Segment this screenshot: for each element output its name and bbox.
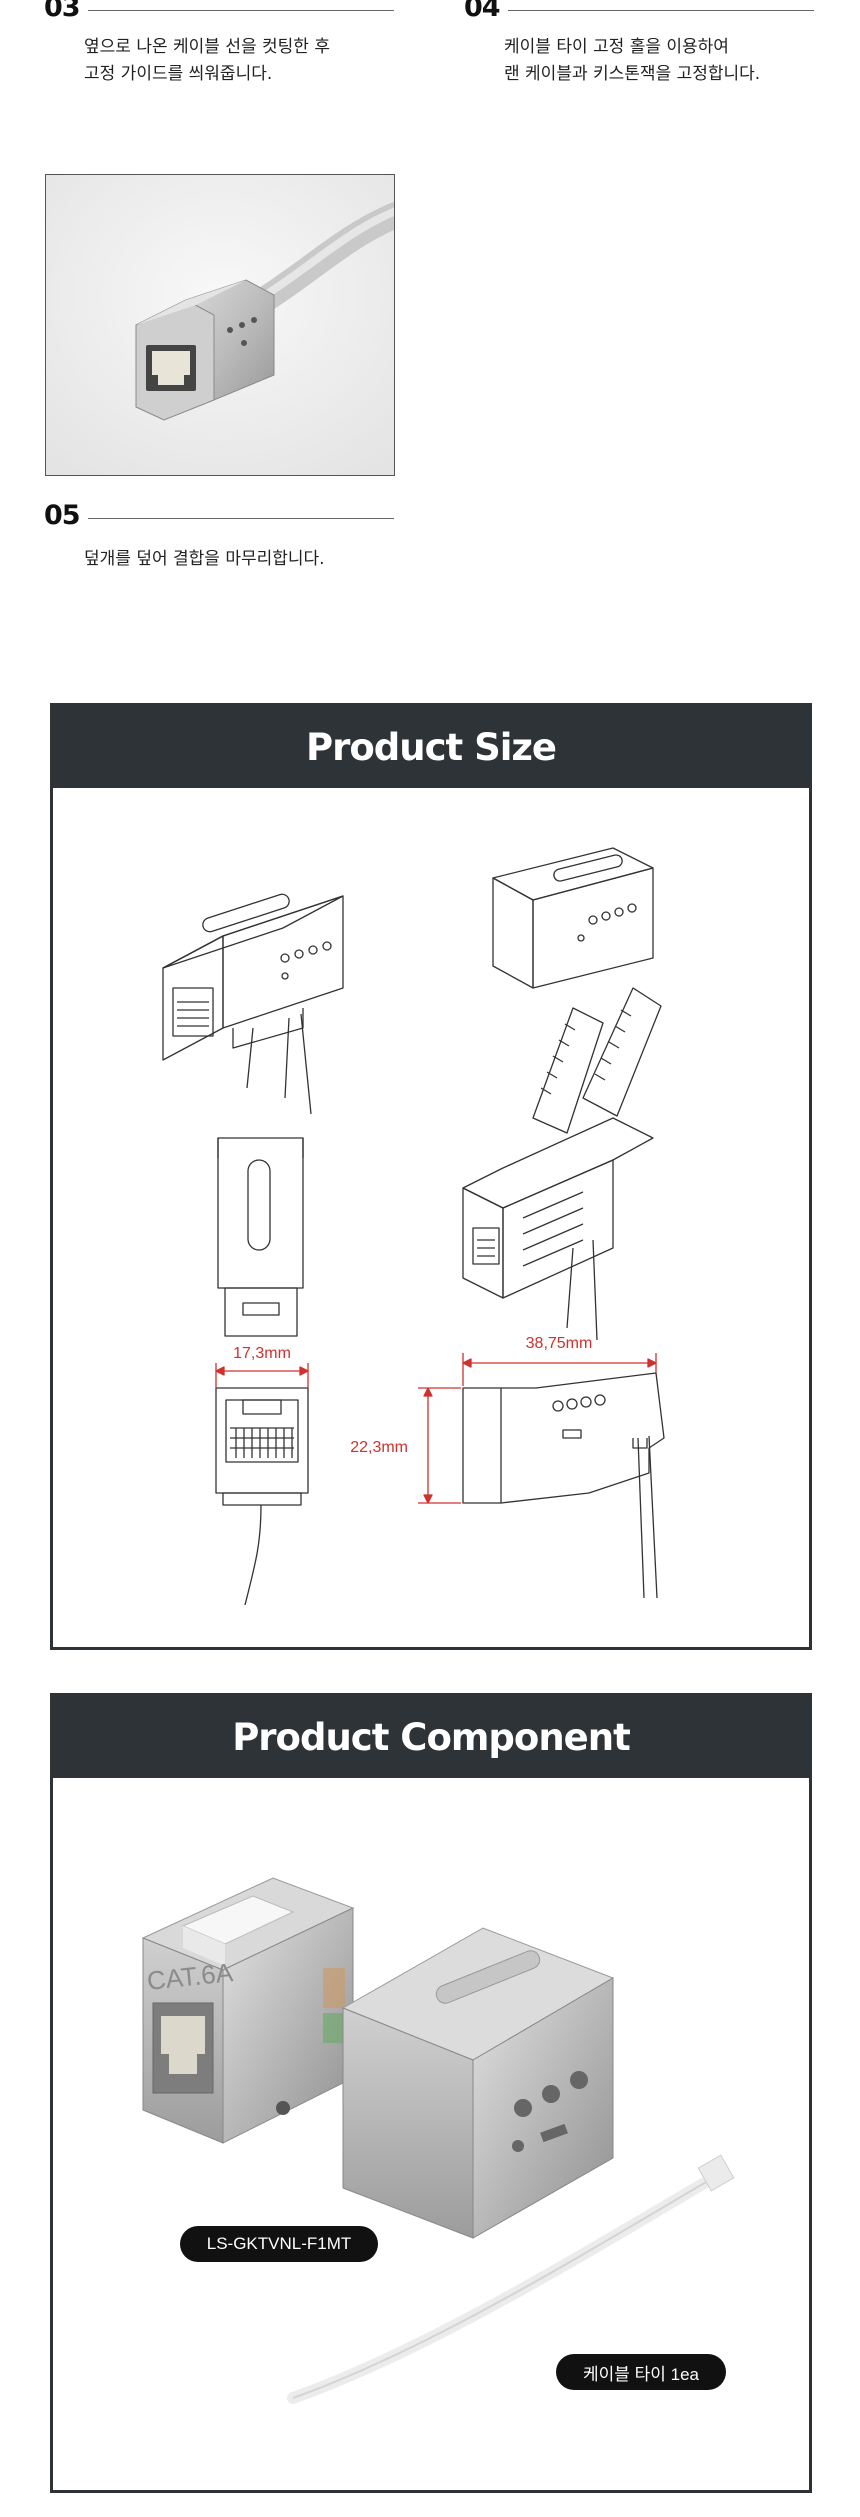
step-text-line: 덮개를 덮어 결합을 마무리합니다. — [84, 549, 325, 569]
step-text-line: 케이블 타이 고정 홀을 이용하여 — [504, 37, 729, 57]
step-03-description: 옆으로 나온 케이블 선을 컷팅한 후 고정 가이드를 씌워줍니다. — [84, 34, 330, 88]
jack-open-isometric-drawing — [462, 987, 662, 1341]
cover-isometric-drawing — [492, 847, 654, 989]
step-05-photo — [45, 174, 395, 476]
product-component-title: Product Component — [232, 1715, 631, 1759]
step-text-line: 옆으로 나온 케이블 선을 컷팅한 후 — [84, 37, 330, 57]
step-05-description: 덮개를 덮어 결합을 마무리합니다. — [84, 546, 325, 573]
model-number-badge: LS-GKTVNL-F1MT — [180, 2226, 378, 2262]
height-dimension-label: 22,3mm — [350, 1439, 408, 1456]
step-divider — [87, 10, 394, 11]
step-text-line: 랜 케이블과 키스톤잭을 고정합니다. — [504, 64, 761, 84]
jack-isometric-drawing — [162, 893, 344, 1115]
step-number: 05 — [44, 500, 81, 531]
step-number: 04 — [464, 0, 501, 23]
step-05-header: 05 — [44, 502, 394, 529]
width-dimension-line — [215, 1363, 309, 1388]
step-text-line: 고정 가이드를 씌워줍니다. — [84, 64, 273, 84]
dimension-line-drawing: 17,3mm 38,75mm 22,3mm — [162, 847, 665, 1606]
step-divider — [87, 518, 394, 519]
jack-front-view-drawing — [215, 1387, 309, 1606]
jack-top-view-drawing — [217, 1137, 304, 1337]
keystone-jack-image: CAT.6A — [141, 1877, 355, 2144]
height-dimension-line — [418, 1387, 461, 1504]
width-dimension-label: 17,3mm — [233, 1345, 291, 1362]
length-dimension-line — [462, 1353, 657, 1386]
product-size-section: Product Size — [50, 703, 812, 1650]
product-component-contents: CAT.6A — [53, 1778, 809, 2490]
jack-side-view-drawing — [462, 1372, 665, 1599]
step-04-description: 케이블 타이 고정 홀을 이용하여 랜 케이블과 키스톤잭을 고정합니다. — [504, 34, 760, 88]
step-number: 03 — [44, 0, 81, 23]
step-03-header: 03 — [44, 0, 394, 21]
product-size-title: Product Size — [305, 725, 557, 769]
component-photo: CAT.6A — [141, 1877, 735, 2404]
step-divider — [507, 10, 814, 11]
cable-tie-image — [287, 2154, 735, 2404]
keystone-jack-with-cable-image — [46, 175, 394, 475]
cover-image — [341, 1927, 615, 2239]
step-04-header: 04 — [464, 0, 814, 21]
product-component-header: Product Component — [53, 1696, 809, 1778]
product-component-section: Product Component — [50, 1693, 812, 2493]
product-size-drawings: 17,3mm 38,75mm 22,3mm — [53, 788, 809, 1647]
length-dimension-label: 38,75mm — [526, 1335, 593, 1352]
cable-tie-badge: 케이블 타이 1ea — [556, 2354, 726, 2390]
product-size-header: Product Size — [53, 706, 809, 788]
